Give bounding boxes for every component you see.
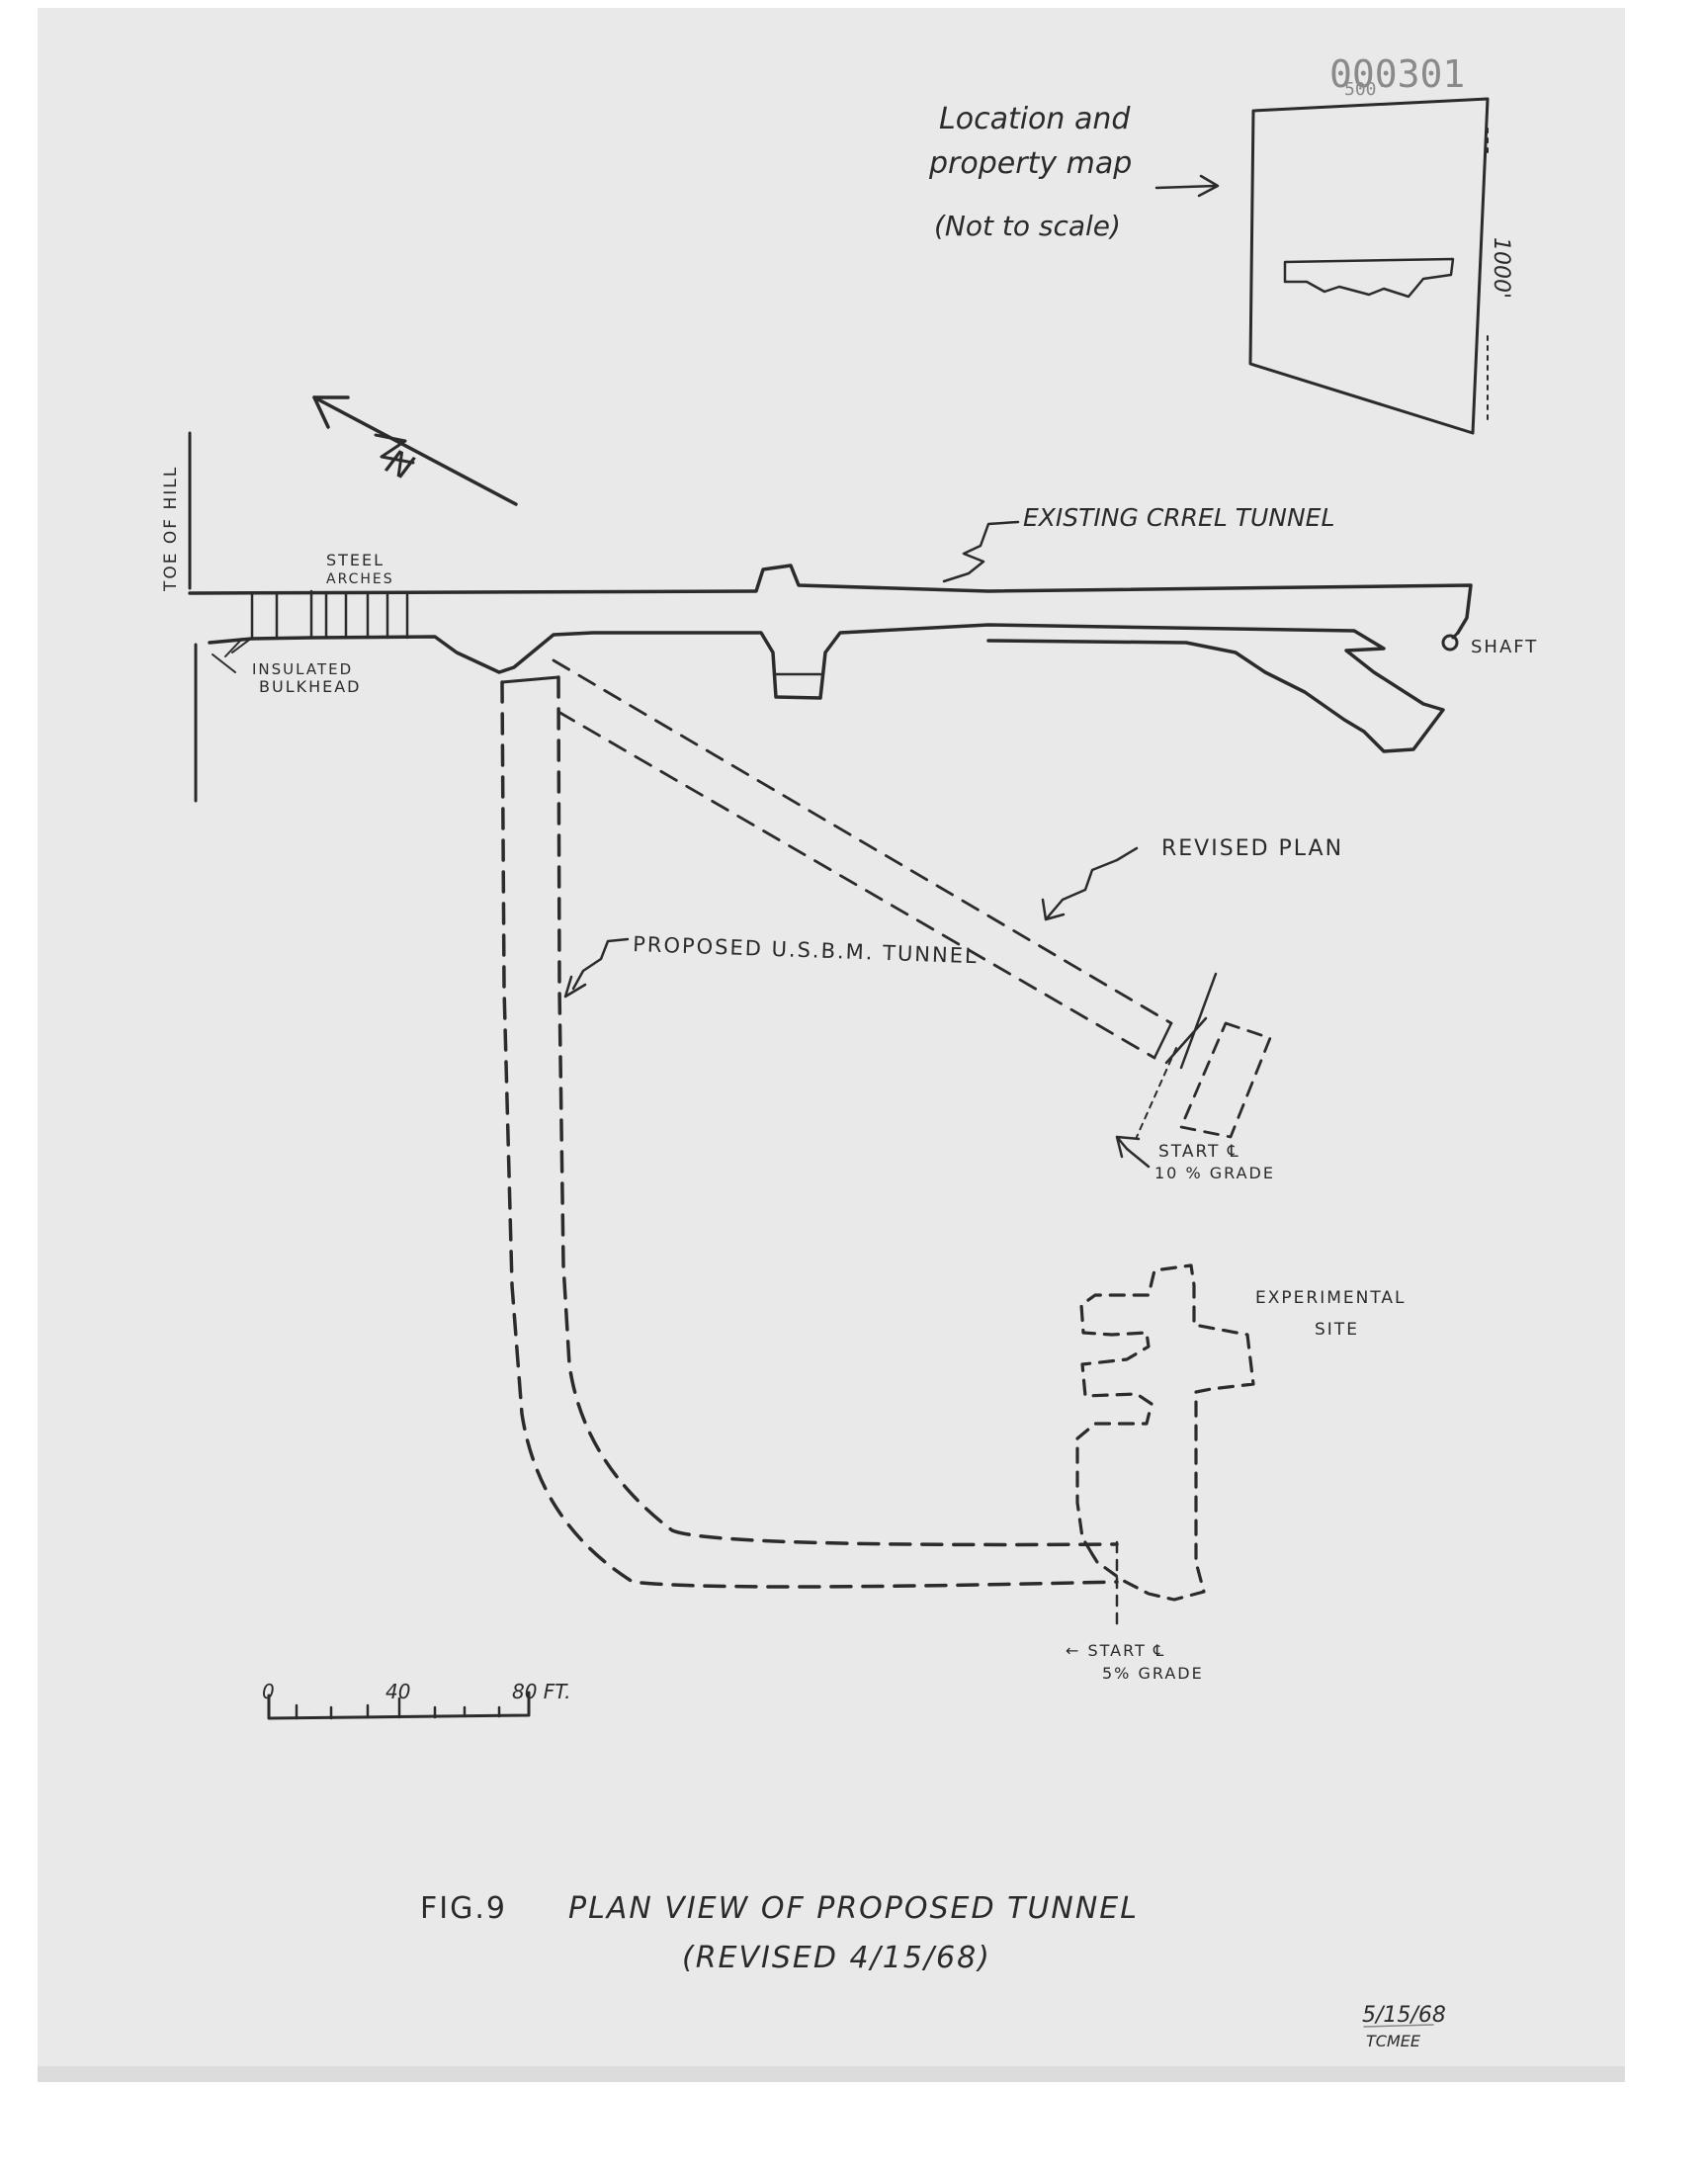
revised-plan-leader [1041, 846, 1139, 921]
experimental-site-outline [1075, 1263, 1255, 1602]
figure-title: PLAN VIEW OF PROPOSED TUNNEL [568, 1891, 1139, 1926]
revised-plan-label: REVISED PLAN [1161, 836, 1343, 861]
signature-initials: TCMEE [1366, 2032, 1421, 2050]
inset-north-arrow [1154, 174, 1220, 198]
steel-arches-label-2: ARCHES [326, 571, 394, 587]
shaft-label: SHAFT [1471, 637, 1538, 657]
proposed-tunnel-label: PROPOSED U.S.B.M. TUNNEL [633, 932, 979, 968]
insulated-label-2: BULKHEAD [259, 677, 362, 696]
document-number: 000301 [1329, 52, 1465, 96]
shaft-symbol [1441, 634, 1459, 652]
revised-plan-chamber [1179, 1021, 1272, 1139]
scale-bar [267, 1691, 531, 1720]
proposed-usbm-tunnel [500, 675, 1119, 1589]
inset-map-frame [1248, 97, 1490, 435]
inset-map [1154, 97, 1490, 435]
inset-dim-top: 500' [1344, 79, 1387, 100]
experimental-site-label-2: SITE [1315, 1320, 1359, 1340]
inset-title-1: Location and [939, 102, 1131, 136]
inset-dim-side: 1000' [1489, 237, 1513, 299]
page-bottom-edge [38, 2066, 1625, 2082]
signature-date: 5/15/68 [1362, 2003, 1446, 2028]
scale-tick-40: 40 [385, 1680, 410, 1703]
proposed-tunnel-leader [563, 937, 630, 999]
experimental-site-label-1: EXPERIMENTAL [1255, 1288, 1407, 1308]
start-5-label-2: 5% GRADE [1102, 1664, 1204, 1683]
figure-number: FIG.9 [420, 1891, 507, 1926]
insulated-label-1: INSULATED [252, 660, 353, 678]
north-arrow [312, 395, 518, 506]
inset-title-2: property map [928, 146, 1132, 181]
existing-crrel-tunnel [188, 564, 1473, 753]
inset-tunnel-sketch [1283, 257, 1455, 299]
existing-tunnel-label: EXISTING CRREL TUNNEL [1023, 503, 1334, 532]
existing-tunnel-leader [942, 520, 1020, 583]
steel-arches-label-1: STEEL [326, 551, 384, 569]
start-10-label-2: 10 % GRADE [1154, 1164, 1275, 1182]
document-sheet [38, 8, 1625, 2074]
toe-of-hill-label: TOE OF HILL [161, 466, 181, 592]
inset-note: (Not to scale) [934, 210, 1121, 242]
revised-plan-route [552, 658, 1173, 1060]
scale-tick-0: 0 [262, 1680, 275, 1703]
steel-arches [250, 589, 409, 640]
scale-tick-80: 80 FT. [512, 1680, 571, 1703]
start-5-label-1: ← START ℄ [1066, 1641, 1165, 1660]
figure-revision: (REVISED 4/15/68) [682, 1941, 991, 1975]
start-10-label-1: START ℄ [1158, 1142, 1240, 1162]
